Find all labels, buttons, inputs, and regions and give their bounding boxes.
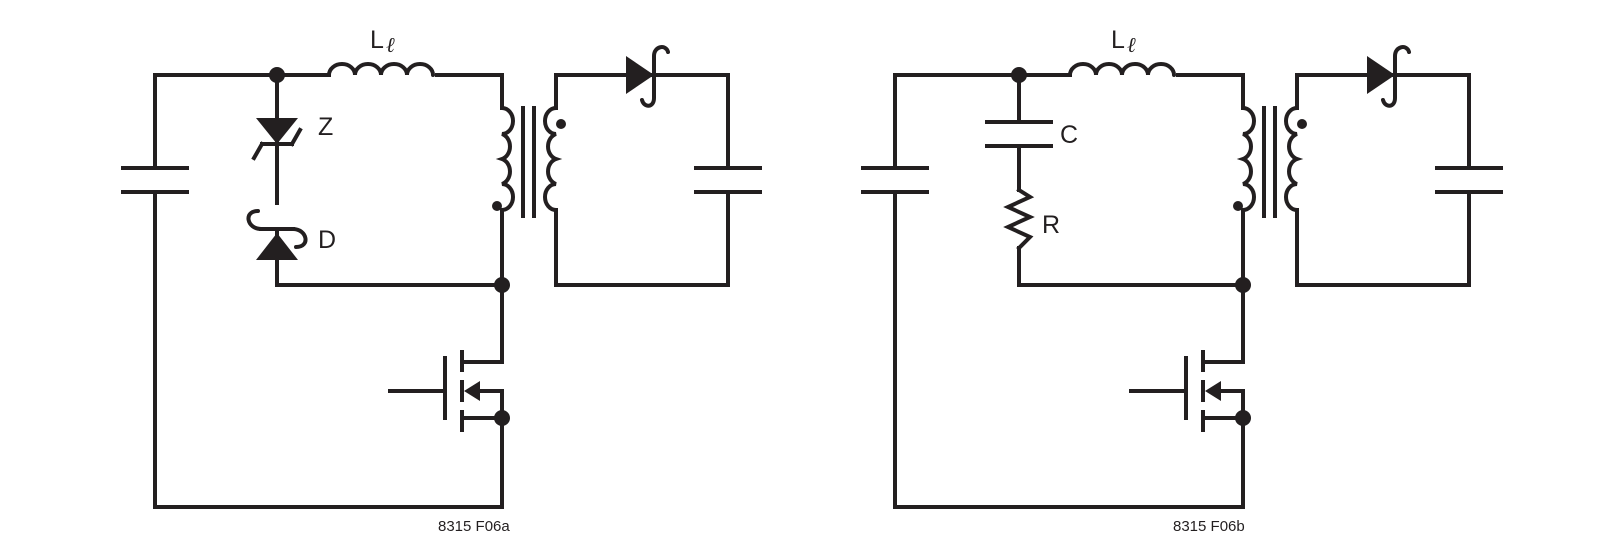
circuit-a-output-rectifier bbox=[626, 45, 670, 108]
circuit-b-inductor-subscript: ℓ bbox=[1127, 33, 1136, 57]
circuit-b-caption: 8315 F06b bbox=[1173, 518, 1245, 535]
circuit-a-output-capacitor bbox=[694, 166, 762, 194]
zener-label: Z bbox=[318, 113, 333, 141]
circuit-b-inductor-label: L bbox=[1111, 26, 1125, 54]
circuit-b-mosfet bbox=[1129, 350, 1245, 432]
circuit-b-snubber-capacitor bbox=[985, 120, 1053, 148]
circuit-a-blocking-diode bbox=[246, 209, 308, 260]
circuit-b-snubber-resistor bbox=[1003, 187, 1035, 251]
circuit-a-wires bbox=[153, 73, 730, 509]
circuit-a-zener-diode bbox=[251, 118, 303, 161]
diode-label: D bbox=[318, 226, 336, 254]
circuit-a-inductor-subscript: ℓ bbox=[386, 33, 395, 57]
circuit-a-zener-clamp: L ℓ Z D bbox=[121, 26, 762, 535]
resistor-label: R bbox=[1042, 211, 1060, 239]
circuit-a-input-capacitor bbox=[121, 166, 189, 194]
circuit-b-leakage-inductor bbox=[1068, 62, 1176, 77]
circuit-b-junction-dots bbox=[1011, 67, 1251, 426]
circuit-b-input-capacitor bbox=[861, 166, 929, 194]
circuit-b-output-capacitor bbox=[1435, 166, 1503, 194]
circuit-b-wires bbox=[893, 73, 1471, 509]
capacitor-label: C bbox=[1060, 121, 1078, 149]
circuit-a-transformer bbox=[492, 106, 566, 218]
circuit-a-leakage-inductor bbox=[327, 62, 435, 77]
circuit-a-inductor-label: L bbox=[370, 26, 384, 54]
circuit-b-transformer bbox=[1233, 106, 1307, 218]
circuit-b-output-rectifier bbox=[1367, 45, 1411, 108]
circuit-a-mosfet bbox=[388, 350, 504, 432]
circuit-b-rc-snubber: L ℓ C R bbox=[861, 26, 1503, 535]
circuit-a-junction-dots bbox=[269, 67, 510, 426]
circuit-a-caption: 8315 F06a bbox=[438, 518, 510, 535]
